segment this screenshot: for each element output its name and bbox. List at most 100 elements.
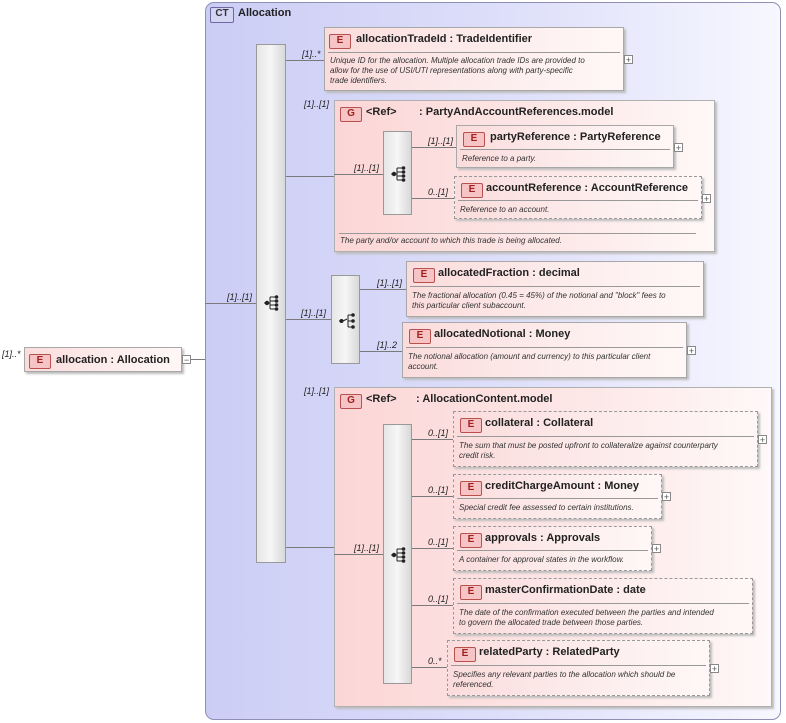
content-sequence-bar[interactable] [383, 424, 412, 684]
expand-icon[interactable]: + [758, 435, 767, 445]
element-title: relatedParty : RelatedParty [479, 646, 620, 658]
element-master-confirmation-date[interactable]: E masterConfirmationDate : date The date… [453, 578, 753, 634]
complex-type-title: Allocation [238, 7, 292, 19]
content-sequence-multiplicity: [1]..[1] [354, 543, 380, 553]
element-doc: The fractional allocation (0.45 = 45%) o… [412, 291, 666, 310]
element-related-party[interactable]: E relatedParty : RelatedParty Specifies … [447, 640, 710, 696]
expand-icon[interactable]: + [687, 346, 696, 356]
element-badge: E [461, 183, 483, 198]
expand-icon[interactable]: + [702, 194, 711, 204]
element-title: approvals : Approvals [485, 532, 601, 544]
account-reference-multiplicity: 0..[1] [428, 187, 449, 197]
element-title: allocatedNotional : Money [434, 328, 571, 340]
choice-multiplicity: [1]..[1] [301, 308, 327, 318]
element-doc: Special credit fee assessed to certain i… [459, 503, 634, 512]
element-badge: E [460, 533, 482, 548]
element-title: creditChargeAmount : Money [485, 480, 640, 492]
group-badge: G [340, 394, 362, 409]
element-title: allocation : Allocation [56, 354, 170, 366]
element-allocated-notional[interactable]: E allocatedNotional : Money The notional… [402, 322, 687, 378]
element-badge: E [460, 481, 482, 496]
connector [412, 439, 453, 440]
content-group-multiplicity: [1]..[1] [304, 386, 330, 396]
element-title: masterConfirmationDate : date [485, 584, 646, 596]
collateral-multiplicity: 0..[1] [428, 428, 449, 438]
connector [412, 496, 453, 497]
element-badge: E [460, 418, 482, 433]
connector [286, 547, 334, 548]
connector [412, 198, 454, 199]
choice-bar[interactable] [331, 275, 360, 364]
expand-icon[interactable]: + [652, 544, 661, 554]
master-confirmation-date-multiplicity: 0..[1] [428, 594, 449, 604]
root-element-allocation[interactable]: E allocation : Allocation [24, 347, 182, 372]
separator [451, 665, 706, 666]
party-reference-multiplicity: [1]..[1] [428, 136, 454, 146]
connector [360, 289, 406, 290]
connector [412, 667, 447, 668]
separator [457, 436, 754, 437]
element-collateral[interactable]: E collateral : Collateral The sum that m… [453, 411, 758, 467]
element-credit-charge-amount[interactable]: E creditChargeAmount : Money Special cre… [453, 474, 662, 519]
element-badge: E [454, 647, 476, 662]
group-ref-label: <Ref> [366, 393, 397, 405]
separator [410, 286, 700, 287]
element-badge: E [329, 34, 351, 49]
expand-icon[interactable]: + [662, 492, 671, 502]
allocated-fraction-multiplicity: [1]..[1] [377, 278, 403, 288]
group-doc: The party and/or account to which this t… [340, 236, 562, 245]
group-title: : PartyAndAccountReferences.model [419, 106, 614, 118]
connector [286, 60, 324, 61]
element-doc: The sum that must be posted upfront to c… [459, 441, 718, 460]
element-account-reference[interactable]: E accountReference : AccountReference Re… [454, 176, 702, 219]
group-ref-label: <Ref> [366, 106, 397, 118]
expand-icon[interactable]: + [624, 55, 633, 65]
element-doc: Reference to a party. [462, 154, 537, 163]
separator [406, 347, 683, 348]
credit-charge-amount-multiplicity: 0..[1] [428, 485, 449, 495]
element-doc: A container for approval states in the w… [459, 555, 625, 564]
approvals-multiplicity: 0..[1] [428, 537, 449, 547]
separator [328, 52, 620, 53]
element-approvals[interactable]: E approvals : Approvals A container for … [453, 526, 652, 571]
party-sequence-bar[interactable] [383, 131, 412, 215]
outer-sequence-multiplicity: [1]..[1] [227, 292, 253, 302]
root-multiplicity: [1]..* [2, 349, 21, 359]
element-doc: Specifies any relevant parties to the al… [453, 670, 676, 689]
sequence-icon [391, 547, 406, 563]
separator [460, 149, 670, 150]
expand-icon[interactable]: + [674, 143, 683, 153]
connector [334, 554, 383, 555]
element-badge: E [29, 354, 51, 369]
element-title: accountReference : AccountReference [486, 182, 688, 194]
element-allocation-trade-id[interactable]: E allocationTradeId : TradeIdentifier Un… [324, 27, 624, 91]
group-title: : AllocationContent.model [416, 393, 553, 405]
choice-icon [339, 313, 355, 329]
connector [286, 319, 331, 320]
group-badge: G [340, 107, 362, 122]
element-doc: The date of the confirmation executed be… [459, 608, 714, 627]
element-title: partyReference : PartyReference [490, 131, 661, 143]
element-party-reference[interactable]: E partyReference : PartyReference Refere… [456, 125, 674, 168]
element-badge: E [463, 132, 485, 147]
element-doc: The notional allocation (amount and curr… [408, 352, 651, 371]
connector [286, 176, 334, 177]
party-sequence-multiplicity: [1]..[1] [354, 163, 380, 173]
related-party-multiplicity: 0..* [428, 656, 442, 666]
element-title: collateral : Collateral [485, 417, 594, 429]
collapse-icon[interactable]: − [182, 355, 191, 365]
allocated-notional-multiplicity: [1]..2 [377, 340, 398, 350]
separator [458, 200, 698, 201]
sequence-icon [264, 295, 279, 311]
sequence-icon [391, 166, 406, 182]
complex-type-badge: CT [210, 7, 234, 23]
connector [191, 359, 205, 360]
element-title: allocatedFraction : decimal [438, 267, 580, 279]
separator [457, 603, 749, 604]
separator [339, 233, 696, 234]
element-allocated-fraction[interactable]: E allocatedFraction : decimal The fracti… [406, 261, 704, 317]
element-title: allocationTradeId : TradeIdentifier [356, 33, 533, 45]
element-badge: E [460, 585, 482, 600]
expand-icon[interactable]: + [710, 664, 719, 674]
outer-sequence-bar[interactable] [256, 44, 286, 563]
